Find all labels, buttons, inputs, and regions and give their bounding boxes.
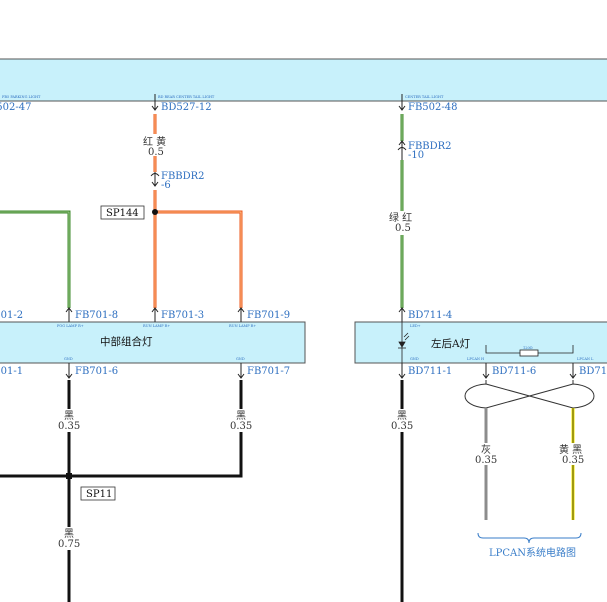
lpcan-bracket	[477, 532, 582, 544]
wire-color-label: 黄 黑	[559, 443, 582, 456]
wire-gauge-label: 0.35	[475, 455, 497, 466]
wire-color-label: 红 黄	[143, 135, 166, 148]
wire-color-label: 灰	[481, 443, 491, 456]
wire-label-backdrop	[229, 409, 253, 432]
inline-connector-pin: -10	[408, 150, 424, 161]
pin-arrow-icon	[237, 307, 245, 322]
inline-connector-icon	[397, 140, 407, 160]
splice-label-sp11: SP11	[86, 489, 112, 500]
wire-color-label: 黑	[64, 528, 74, 540]
inline-connector-icon	[150, 172, 160, 187]
center-lamp-tiny-label: RUN LAMP R+	[143, 324, 170, 328]
inline-connector-name: FBBDR2	[161, 171, 205, 182]
inline-connector-pin: -6	[161, 180, 171, 191]
inline-connector-name: FBBDR2	[408, 141, 452, 152]
splice-label-sp144: SP144	[106, 208, 139, 219]
wire-green-left	[0, 210, 71, 308]
pin-arrow-icon	[398, 363, 406, 379]
resistor-icon	[485, 345, 574, 357]
top-bus-tiny-label-fb502-48: CENTER TAIL LIGHT	[405, 95, 444, 99]
pin-label-fb701-7: FB701-7	[247, 366, 290, 377]
tail-lamp-tiny-label: LED+	[410, 324, 421, 328]
wire-label-backdrop	[474, 443, 498, 465]
pin-label-fb701-9: FB701-9	[247, 310, 290, 321]
center-lamp-tiny-label: FOG LAMP R+	[57, 324, 84, 328]
wire-label-backdrop	[390, 409, 414, 432]
wire-color-label: 黑	[236, 410, 246, 422]
pin-label-bd711-6: BD711-6	[492, 366, 536, 377]
pin-label-bd711-1: BD711-1	[408, 366, 452, 377]
splice-junction-icon	[66, 473, 72, 479]
center-lamp-tiny-label: GND	[236, 357, 245, 361]
pin-arrow-icon	[398, 307, 406, 322]
pin-arrow-icon	[65, 363, 73, 379]
left-tail-lamp-panel	[354, 321, 607, 364]
wire-label-backdrop	[57, 409, 81, 432]
center-lamp-label: 中部组合灯	[100, 335, 153, 348]
pin-label-fb502-47: FB502-47	[0, 102, 31, 113]
pin-arrow-icon	[482, 363, 490, 379]
pin-arrow-icon	[65, 307, 73, 322]
pin-label-bd527-12: BD527-12	[161, 102, 212, 113]
pin-label-fb701-6: FB701-6	[75, 366, 118, 377]
pin-label-bd711-7: BD711-7	[579, 366, 607, 377]
twisted-pair-icon	[464, 380, 595, 409]
wire-gauge-label: 0.5	[395, 223, 411, 234]
resistor-label: 120Ω	[523, 346, 533, 350]
splice-dot-sp144	[152, 209, 158, 215]
tail-lamp-tiny-label: LPCAN H	[467, 357, 484, 361]
wire-gauge-label: 0.35	[230, 421, 252, 432]
wire-gauge-label: 0.5	[148, 147, 164, 158]
center-lamp-tiny-label: GND	[64, 357, 73, 361]
wire-label-backdrop	[388, 211, 414, 235]
splice-box-sp11	[80, 486, 116, 501]
pin-label-bd711-4: BD711-4	[408, 310, 452, 321]
pin-label-fb701-8: FB701-8	[75, 310, 118, 321]
center-lamp-tiny-label: RUN LAMP R+	[229, 324, 256, 328]
pin-arrow-icon	[151, 307, 159, 322]
pin-arrow-icon	[151, 94, 159, 111]
wire-gauge-label: 0.35	[58, 421, 80, 432]
tail-lamp-tiny-label: GND	[410, 357, 419, 361]
wire-gauge-label: 0.35	[562, 455, 584, 466]
pin-label-fb701-1: FB701-1	[0, 366, 23, 377]
pin-arrow-icon	[237, 363, 245, 379]
wire-red-yellow-lower	[153, 190, 243, 308]
pin-label-fb502-48: FB502-48	[408, 102, 457, 113]
left-tail-lamp-label: 左后A灯	[431, 337, 471, 350]
wire-gauge-label: 0.35	[391, 421, 413, 432]
center-lamp-panel	[0, 321, 306, 364]
wire-black-ground	[0, 380, 243, 602]
wire-label-backdrop	[57, 527, 81, 550]
wire-color-label: 黑	[64, 410, 74, 422]
wire-label-backdrop	[557, 443, 587, 465]
pin-arrow-icon	[398, 94, 406, 111]
wire-gauge-label: 0.75	[58, 539, 80, 550]
top-bus-tiny-label-fb502-47: FB5 PARKING LIGHT	[2, 95, 41, 99]
splice-box-sp144	[100, 205, 145, 220]
top-bus-tiny-label-bd527-12: BD REAR CENTER TAIL LIGHT	[158, 95, 215, 99]
lpcan-reference-link[interactable]: LPCAN系统电路图	[489, 546, 576, 559]
wire-color-label: 黑	[397, 410, 407, 422]
pin-label-fb701-3: FB701-3	[161, 310, 204, 321]
tail-lamp-tiny-label: LPCAN L	[577, 357, 594, 361]
pin-arrow-icon	[569, 363, 577, 379]
wire-color-label: 绿 红	[389, 211, 412, 224]
top-bus-panel	[0, 58, 607, 102]
pin-label-fb701-2: FB701-2	[0, 310, 23, 321]
led-icon	[398, 322, 410, 363]
